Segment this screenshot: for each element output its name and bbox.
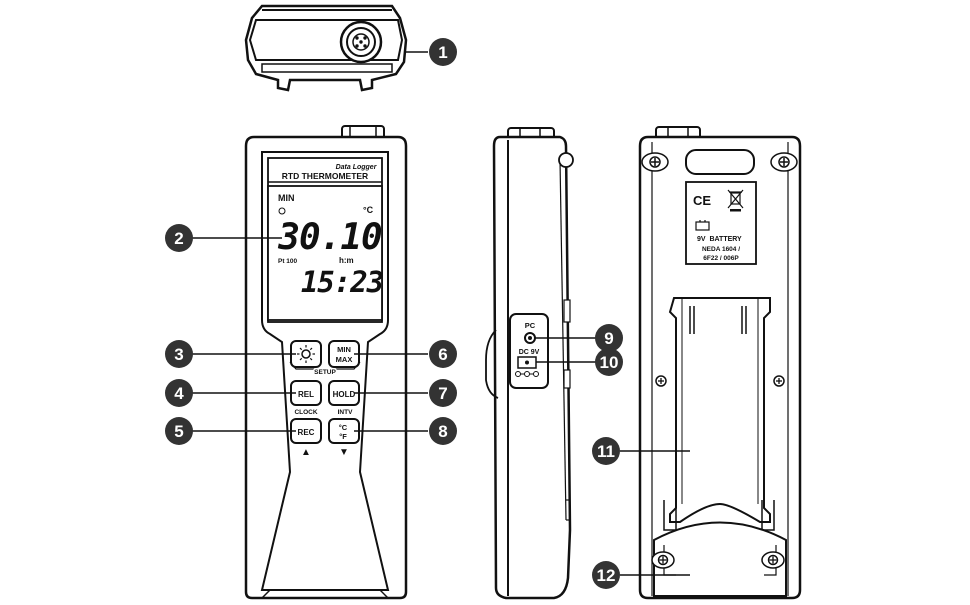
svg-text:1: 1 — [438, 43, 447, 62]
svg-text:10: 10 — [600, 353, 619, 372]
polarity-icon — [515, 371, 539, 377]
hold-label: HOLD — [333, 390, 356, 399]
battery-label: CE 9V BATTERY NEDA 1604 / 6F22 / 006P — [685, 181, 757, 265]
svg-text:2: 2 — [174, 229, 183, 248]
callout-1: 1 — [429, 38, 457, 66]
svg-text:4: 4 — [174, 384, 184, 403]
callout-4: 4 — [165, 379, 193, 407]
tilt-stand — [668, 297, 771, 523]
svg-text:12: 12 — [597, 566, 616, 585]
lcd-time-unit: h:m — [339, 256, 354, 265]
ce-mark: CE — [693, 193, 711, 208]
minmax-button[interactable]: MIN MAX — [328, 340, 360, 368]
minmax-bottom-label: MAX — [336, 355, 353, 364]
callout-9: 9 — [595, 324, 623, 352]
setup-label: SETUP — [314, 369, 336, 376]
callouts — [192, 51, 690, 576]
lcd-mode: MIN — [278, 193, 295, 203]
up-arrow-icon: ▲ — [301, 447, 311, 458]
screw-bottom-left — [651, 551, 675, 569]
screw-top-right — [770, 152, 798, 172]
callout-11: 11 — [592, 437, 620, 465]
svg-text:8: 8 — [438, 422, 447, 441]
unit-c-label: °C — [339, 423, 348, 432]
svg-text:11: 11 — [597, 442, 615, 461]
clock-label: CLOCK — [294, 409, 317, 416]
screw-mid-left — [655, 375, 667, 387]
dc-port-label: DC 9V — [519, 349, 540, 356]
data-logger-label: Data Logger — [336, 164, 378, 171]
svg-text:5: 5 — [174, 422, 183, 441]
weee-bin-icon — [727, 189, 744, 212]
callout-8: 8 — [429, 417, 457, 445]
svg-text:6: 6 — [438, 345, 447, 364]
device-title: RTD THERMOMETER — [282, 171, 368, 181]
battery-type: 9V BATTERY — [697, 236, 742, 243]
minmax-top-label: MIN — [337, 345, 351, 354]
dc-port — [517, 356, 537, 369]
top-view — [244, 4, 408, 92]
intv-label: INTV — [338, 409, 353, 416]
rec-label: REC — [298, 428, 315, 437]
callout-10: 10 — [595, 348, 623, 376]
unit-f-label: °F — [339, 432, 347, 441]
battery-icon — [695, 220, 710, 231]
callout-2: 2 — [165, 224, 193, 252]
pc-port — [524, 332, 536, 344]
screw-bottom-right — [761, 551, 785, 569]
screw-top-left — [641, 152, 669, 172]
clock-icon — [278, 207, 286, 215]
battery-spec-1: NEDA 1604 / — [702, 246, 740, 253]
screw-mid-right — [773, 375, 785, 387]
front-view: Data Logger RTD THERMOMETER MIN °C 30.10… — [244, 125, 408, 600]
sun-icon — [297, 345, 315, 363]
battery-spec-2: 6F22 / 006P — [703, 255, 739, 262]
rel-label: REL — [298, 390, 314, 399]
backlight-button[interactable] — [290, 340, 322, 368]
callout-3: 3 — [165, 340, 193, 368]
lcd-time: 15:23 — [301, 265, 383, 299]
lcd-screen — [267, 185, 383, 321]
svg-text:3: 3 — [174, 345, 183, 364]
callout-12: 12 — [592, 561, 620, 589]
down-arrow-icon: ▼ — [339, 447, 349, 458]
svg-text:7: 7 — [438, 384, 447, 403]
back-view: CE 9V BATTERY NEDA 1604 / 6F22 / 006P — [638, 126, 802, 600]
svg-text:9: 9 — [604, 329, 613, 348]
callout-6: 6 — [429, 340, 457, 368]
side-view: PC DC 9V — [485, 127, 574, 600]
callout-5: 5 — [165, 417, 193, 445]
lcd-reading: 30.10 — [277, 217, 382, 258]
pc-port-label: PC — [525, 321, 536, 330]
sensor-connector — [339, 20, 383, 64]
lcd-probe: Pt 100 — [278, 258, 298, 265]
callout-7: 7 — [429, 379, 457, 407]
lcd-unit: °C — [363, 205, 374, 215]
